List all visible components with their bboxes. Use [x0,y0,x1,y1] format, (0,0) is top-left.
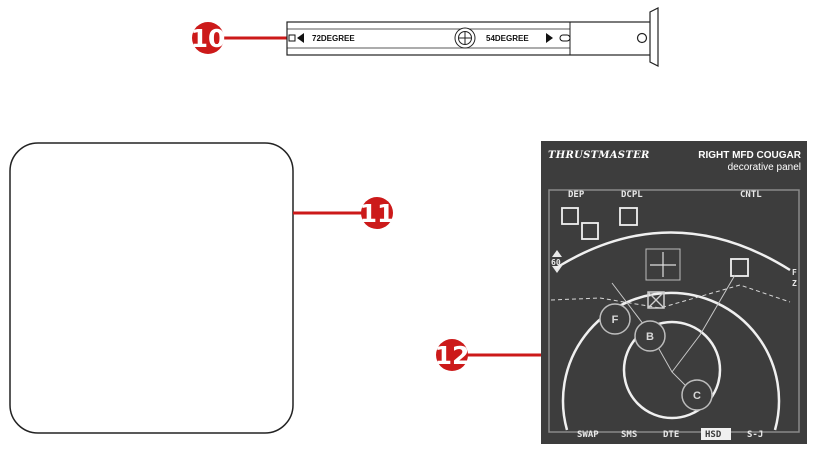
callout-11-badge [361,197,393,229]
contact-square-3 [619,207,638,226]
route-line-1 [611,282,696,396]
panel-subtitle: decorative panel [728,162,801,173]
osb-cntl: CNTL [740,190,762,200]
waypoint-f [599,303,631,335]
right-angle-label: 54DEGREE [486,34,529,43]
callout-12: 12 [435,339,541,371]
waypoint-b-label: B [646,331,654,343]
display-frame [548,189,800,433]
osb-swap: SWAP [577,430,599,440]
contact-square-1 [561,207,579,225]
osb-dte: DTE [663,430,679,440]
altitude-down-icon [552,266,562,273]
mounting-hole [636,32,648,44]
mfd-panel: THRUSTMASTER RIGHT MFD COUGAR decorative… [541,141,807,444]
waypoint-f-label: F [612,314,619,326]
osb-hsd-highlight [701,428,731,440]
callout-12-number: 12 [435,341,470,370]
waypoint-c-label: C [693,390,701,402]
callout-10: 10 [191,22,294,54]
angle-bar: 72DEGREE 54DEGREE [286,7,659,67]
range-circle-inner [622,320,722,420]
callout-11: 11 [293,197,394,229]
waypoint-c [681,379,713,411]
osb-hsd: HSD [705,430,722,440]
osb-dcpl: DCPL [621,190,643,200]
callout-10-number: 10 [191,24,226,53]
osb-sj: S-J [747,430,763,440]
right-arrow-icon [546,33,553,43]
blank-panel [9,142,294,434]
side-label-z: Z [792,279,797,288]
fcr-line [550,284,791,309]
contact-square-2 [581,222,599,240]
callout-11-number: 11 [360,199,395,228]
target-box-icon [647,291,665,309]
osb-sms: SMS [621,430,637,440]
altitude-label: 60 [551,258,561,267]
waypoint-b [634,320,666,352]
route-line-2 [671,274,736,373]
side-label-f: F [792,268,797,277]
left-arrow-icon [297,33,304,43]
range-arc-outer [555,231,791,272]
callout-12-badge [436,339,468,371]
callout-10-badge [192,22,224,54]
cursor-box [645,248,681,281]
altitude-up-icon [552,250,562,257]
left-angle-label: 72DEGREE [312,34,355,43]
brand-logo: THRUSTMASTER [548,150,650,161]
osb-dep: DEP [568,190,585,200]
contact-square-4 [730,258,749,277]
mounting-tab [649,7,659,67]
panel-title: RIGHT MFD COUGAR [698,150,802,161]
range-circle-mid [561,291,781,431]
